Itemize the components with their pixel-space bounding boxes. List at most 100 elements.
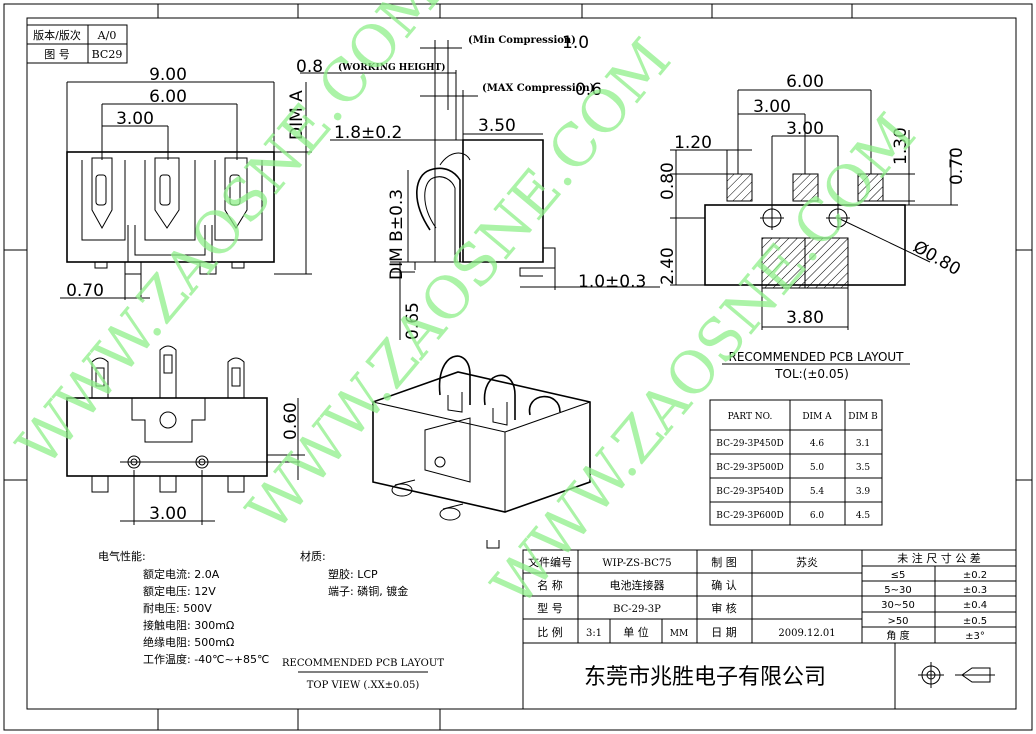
dim-1-8: 1.8±0.2: [334, 123, 402, 143]
tol-range-1: ≤5: [891, 570, 906, 581]
tol-range-2: 5~30: [884, 585, 911, 596]
min-compression-label: (Min Compression): [468, 35, 576, 46]
part-row-2-dim-a: 5.0: [810, 463, 825, 473]
material-specs: 材质: 塑胶: LCP 端子: 磷铜, 镀金: [300, 549, 408, 598]
max-compression-value: 0.6: [575, 80, 602, 100]
dim-9-00: 9.00: [149, 65, 187, 85]
part-row-1-dim-b: 3.1: [856, 439, 870, 449]
part-number-table: PART NO. DIM A DIM B BC-29-3P450D 4.6 3.…: [709, 399, 883, 526]
tolerance-title: 未 注 尺 寸 公 差: [897, 551, 980, 565]
part-row-1-dim-a: 4.6: [810, 439, 825, 449]
electrical-specs: 电气性能: 额定电流: 2.0A 额定电压: 12V 耐电压: 500V 接触电…: [98, 549, 269, 666]
pcb-dim-0-80: 0.80: [658, 162, 678, 200]
part-row-2-dim-b: 3.5: [856, 463, 871, 473]
tol-range-5: 角 度: [886, 629, 909, 642]
title-block: 文件编号 WIP-ZS-BC75 制 图 苏炎 名 称 电池连接器 确 认 型 …: [522, 549, 1017, 710]
pcb-dim-2-40: 2.40: [658, 247, 678, 285]
model-value: BC-29-3P: [613, 604, 661, 615]
pcb-layout-tolerance: TOL:(±0.05): [774, 367, 849, 381]
electrical-line-2: 额定电压: 12V: [143, 584, 216, 598]
tolerance-table: 未 注 尺 寸 公 差 ≤5 ±0.2 5~30 ±0.3 30~50 ±0.4…: [861, 549, 1017, 644]
part-row-4-dim-a: 6.0: [810, 511, 825, 521]
part-header-dim-b: DIM B: [848, 412, 878, 422]
dim-0-70: 0.70: [66, 281, 104, 301]
unit-value: MM: [670, 629, 688, 639]
pcb-dim-0-70: 0.70: [947, 147, 967, 185]
part-row-3-part: BC-29-3P540D: [716, 487, 783, 497]
electrical-line-1: 额定电流: 2.0A: [143, 567, 220, 581]
part-row-4-dim-b: 4.5: [856, 511, 871, 521]
scale-value: 3:1: [586, 628, 602, 639]
file-no-label: 文件编号: [528, 555, 572, 569]
dim-6-00: 6.00: [149, 87, 187, 107]
tol-value-3: ±0.4: [963, 600, 987, 611]
pcb-dim-6-00: 6.00: [786, 72, 824, 92]
part-row-2-part: BC-29-3P500D: [716, 463, 783, 473]
model-label: 型 号: [537, 601, 563, 615]
bottom-dim-0-60: 0.60: [281, 402, 301, 440]
part-row-3-dim-b: 3.9: [856, 487, 871, 497]
name-label: 名 称: [537, 578, 563, 592]
drawing-no-label: 图 号: [44, 48, 70, 61]
dim-1-0: 1.0±0.3: [578, 272, 646, 292]
check-label: 确 认: [711, 579, 737, 592]
material-line-1: 塑胶: LCP: [328, 567, 378, 581]
version-value: A/0: [97, 29, 117, 42]
tol-value-4: ±0.5: [963, 616, 987, 627]
part-header-part: PART NO.: [728, 412, 773, 422]
pcb-layout-title: RECOMMENDED PCB LAYOUT: [728, 350, 904, 364]
version-label: 版本/版次: [33, 28, 81, 42]
pcb-dim-1-30: 1.30: [891, 127, 911, 165]
drawing-no-value: BC29: [92, 48, 123, 61]
bottom-note-line2: TOP VIEW (.XX±0.05): [307, 680, 420, 691]
tol-value-5: ±3°: [965, 631, 985, 642]
electrical-line-3: 耐电压: 500V: [143, 602, 212, 615]
drawing-frame: [3, 3, 1033, 731]
scale-label: 比 例: [537, 625, 563, 639]
side-view: (Min Compression) 1.0 0.8 (WORKING HEIGH…: [296, 33, 660, 340]
date-label: 日 期: [711, 626, 737, 639]
material-title: 材质:: [300, 549, 326, 563]
pcb-hole-dim: Ø0.80: [910, 237, 964, 280]
bottom-dim-3-00: 3.00: [149, 504, 187, 524]
review-label: 审 核: [711, 601, 737, 615]
bottom-note: RECOMMENDED PCB LAYOUT TOP VIEW (.XX±0.0…: [282, 658, 444, 691]
tol-range-4: >50: [887, 616, 908, 627]
file-no-value: WIP-ZS-BC75: [602, 558, 671, 569]
pcb-dim-3-00a: 3.00: [753, 97, 791, 117]
dim-3-00: 3.00: [116, 109, 154, 129]
part-row-4-part: BC-29-3P600D: [716, 511, 783, 521]
isometric-view: [372, 355, 591, 549]
working-height-value: 0.8: [296, 57, 323, 77]
electrical-title: 电气性能:: [98, 549, 146, 563]
material-line-2: 端子: 磷铜, 镀金: [328, 584, 408, 598]
tol-value-1: ±0.2: [963, 570, 987, 581]
unit-label: 单 位: [623, 625, 649, 639]
pcb-layout-view: 6.00 3.00 3.00 1.20 1.30 0.80 0.70 2.40 …: [658, 72, 967, 381]
pcb-dim-3-00b: 3.00: [786, 119, 824, 139]
dim-a-annotation: DIM A: [274, 82, 312, 275]
name-value: 电池连接器: [610, 579, 665, 592]
max-compression-label: (MAX Compression): [482, 83, 594, 94]
pcb-dim-1-20: 1.20: [674, 133, 712, 153]
tol-value-2: ±0.3: [963, 585, 987, 596]
electrical-line-4: 接触电阻: 300mΩ: [143, 618, 234, 632]
front-view: 9.00 6.00 3.00 0.70: [60, 65, 275, 301]
part-row-1-part: BC-29-3P450D: [716, 439, 783, 449]
working-height-label: (WORKING HEIGHT): [338, 62, 445, 73]
company-name: 东莞市兆胜电子有限公司: [584, 665, 826, 690]
electrical-line-5: 绝缘电阻: 500mΩ: [143, 635, 234, 649]
dim-a-label: DIM A: [287, 90, 307, 140]
drawn-by: 苏炎: [796, 556, 818, 569]
part-header-dim-a: DIM A: [802, 412, 832, 422]
revision-box: 版本/版次 A/0 图 号 BC29: [26, 24, 128, 64]
bottom-view: 3.00 0.60: [66, 345, 305, 525]
drawn-label: 制 图: [711, 556, 737, 569]
projection-symbol-icon: [918, 662, 995, 688]
min-compression-value: 1.0: [562, 33, 589, 53]
dim-b-label: DIM B±0.3: [387, 189, 407, 280]
dim-0-65: 0.65: [403, 302, 423, 340]
pcb-dim-3-80: 3.80: [786, 308, 824, 328]
electrical-line-6: 工作温度: -40℃~+85℃: [143, 652, 269, 666]
